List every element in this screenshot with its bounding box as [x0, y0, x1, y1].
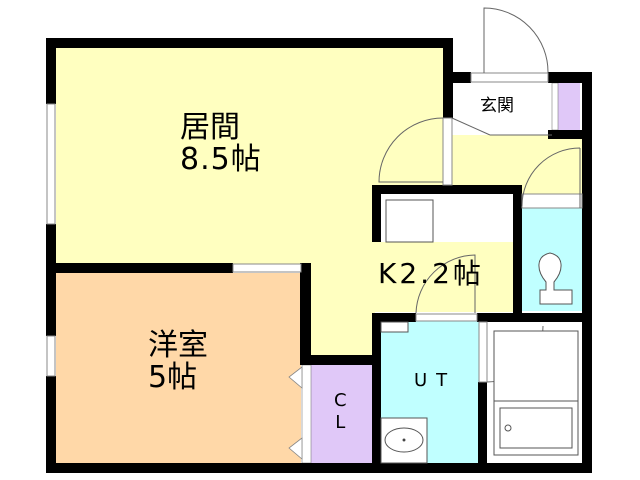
closet-door-lower	[288, 437, 303, 460]
kitchen-label: K2.2帖	[378, 257, 484, 290]
fridge-space	[380, 321, 409, 333]
living-door-frame	[442, 117, 453, 186]
opening-western-top	[232, 263, 302, 273]
wall-western-top	[46, 263, 233, 273]
entrance-label: 玄関	[480, 96, 514, 116]
window-living-left	[46, 103, 56, 225]
wall-top	[46, 38, 453, 48]
shoe-storage-edge	[551, 82, 559, 131]
windows	[46, 72, 583, 383]
wall-left-upper	[46, 38, 56, 104]
wall-left-mid	[46, 224, 56, 336]
western-room-floor	[56, 273, 301, 463]
closet-label-c: C	[334, 390, 347, 411]
western-room-label: 洋室 5帖	[148, 330, 208, 393]
walls	[46, 38, 592, 473]
wall-toilet-left	[513, 185, 522, 322]
western-room-size: 5帖	[148, 359, 198, 395]
entrance-floor	[452, 83, 552, 135]
ut-door-swing	[415, 254, 476, 314]
closet-floor	[311, 365, 373, 463]
entrance-door-frame	[470, 72, 549, 83]
wall-entrance-top-left	[443, 72, 471, 83]
shoe-storage	[558, 83, 580, 130]
closet-door-upper	[288, 366, 303, 389]
bath-floor-area	[493, 330, 579, 402]
living-room-label: 居間 8.5帖	[180, 112, 262, 175]
wall-bottom	[46, 463, 592, 473]
western-room-name: 洋室	[148, 328, 208, 363]
toilet-bowl	[538, 252, 573, 305]
closet-doors	[288, 366, 303, 460]
living-room-size: 8.5帖	[180, 141, 262, 177]
bathtub-drain	[504, 424, 512, 432]
closet-label: C L	[334, 390, 347, 434]
living-door-swing	[378, 117, 444, 183]
wall-ut-top	[372, 313, 416, 322]
wall-ut-top-right	[477, 313, 592, 322]
kitchen-sink	[385, 199, 434, 243]
wall-kitchen-counter-top	[372, 185, 522, 194]
ut-door-frame	[415, 313, 478, 322]
wall-right	[582, 72, 592, 473]
washbasin-drain	[402, 438, 406, 442]
fixtures	[380, 194, 579, 464]
wall-closet-right	[372, 313, 381, 463]
closet-label-l: L	[335, 412, 346, 433]
wall-entrance-bottom	[548, 130, 592, 139]
utility-label: UT	[414, 370, 457, 391]
wall-western-right	[300, 263, 311, 365]
living-room-name: 居間	[180, 110, 240, 145]
bathtub-inner	[499, 407, 573, 449]
wall-left-lower	[46, 376, 56, 473]
wall-closet-top	[300, 355, 380, 365]
toilet-door-swing	[521, 147, 581, 208]
wall-ut-right	[478, 382, 487, 463]
bath-door-frame	[478, 321, 488, 383]
toilet-door-frame	[521, 193, 583, 209]
wall-entrance-top-right	[548, 72, 592, 83]
entrance-door-swing	[483, 7, 549, 74]
entrance-step-line	[451, 117, 491, 136]
closet-door-strip	[301, 364, 312, 464]
window-western-left	[46, 335, 56, 377]
wall-kitchen-counter-left	[372, 185, 381, 242]
